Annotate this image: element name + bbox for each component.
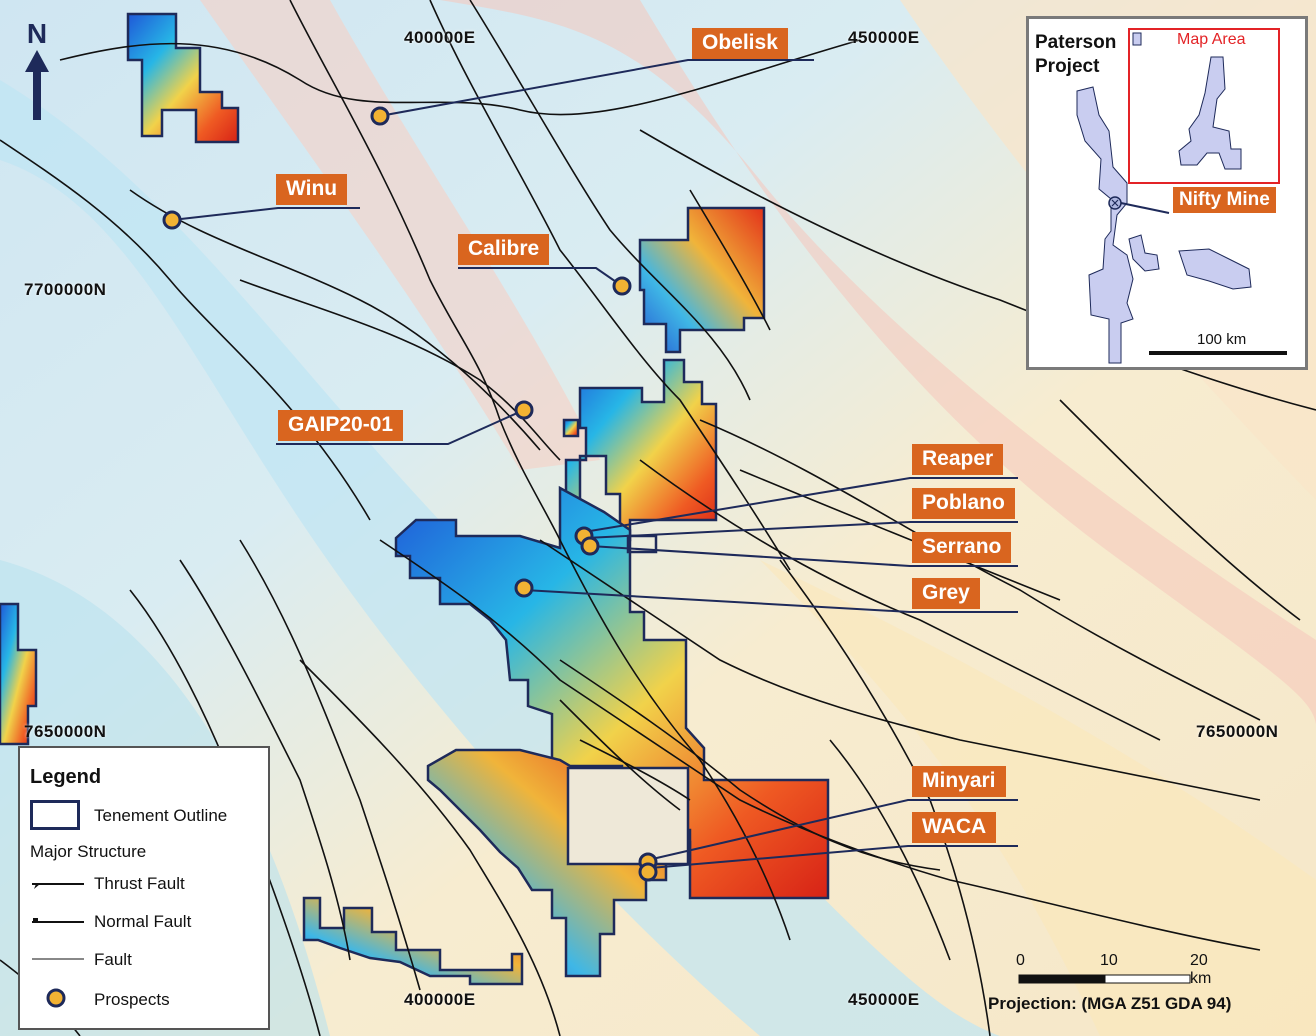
inset-outline-map [1076,28,1287,364]
legend-major-structure: Major Structure [30,842,147,861]
label-winu: Winu [276,174,348,205]
coord-top-400000e: 400000E [404,28,476,47]
scale-ten: 10 [1100,952,1118,969]
scale-zero: 0 [1016,952,1025,969]
tenement-outline-swatch-icon [30,800,80,830]
prospect-markers [162,106,658,882]
legend-fault-label: Fault [94,950,132,969]
coord-left-7700000n: 7700000N [24,280,107,299]
label-waca: WACA [912,812,997,843]
label-obelisk: Obelisk [692,28,788,59]
prospect-symbol-icon [46,988,66,1008]
label-minyari: Minyari [912,766,1006,797]
north-letter: N [26,18,48,49]
inset-map-area-label: Map Area [1177,31,1246,48]
thrust-fault-symbol-icon [32,883,84,889]
coord-bottom-450000e: 450000E [848,990,920,1009]
projection-text: Projection: (MGA Z51 GDA 94) [988,994,1232,1013]
label-reaper: Reaper [912,444,1004,475]
label-poblano: Poblano [912,488,1015,519]
legend-tenement-label: Tenement Outline [94,806,228,825]
normal-fault-symbol-icon [32,918,84,923]
leader-lines [171,59,1018,869]
legend-thrust-label: Thrust Fault [94,874,185,893]
label-calibre: Calibre [458,234,550,265]
scale-twenty: 20 km [1190,952,1212,987]
scale-bar-graphic [1018,974,1191,984]
coord-left-7650000n: 7650000N [24,722,107,741]
coord-right-7650000n: 7650000N [1196,722,1279,741]
inset-nifty-label: Nifty Mine [1173,187,1276,213]
coord-bottom-400000e: 400000E [404,990,476,1009]
legend-panel: Legend Tenement Outline Major Structure … [18,746,270,1030]
north-arrow-icon [25,50,49,120]
label-gaip20-01: GAIP20-01 [278,410,404,441]
north-arrow: N [24,20,50,127]
inset-map: Paterson Project Map Area Nifty Mine 100… [1026,16,1308,370]
coord-top-450000e: 450000E [848,28,920,47]
inset-scale-label: 100 km [1197,331,1247,348]
label-grey: Grey [912,578,980,609]
legend-prospects-label: Prospects [94,990,170,1009]
legend-normal-label: Normal Fault [94,912,192,931]
inset-title: Paterson Project [1035,32,1117,77]
label-serrano: Serrano [912,532,1012,563]
legend-title: Legend [30,766,102,788]
fault-symbol-icon [32,958,84,960]
tenement-outlines [0,12,830,986]
